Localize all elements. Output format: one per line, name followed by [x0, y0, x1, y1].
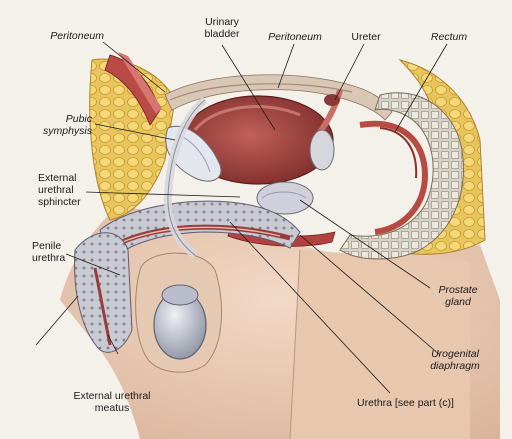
skin-right-block [290, 250, 470, 439]
label-prostate-line1: Prostate [438, 284, 478, 296]
label-urinary-bladder: Urinary bladder [192, 16, 252, 40]
label-external-urethral-meatus: External urethral meatus [58, 390, 166, 414]
label-rectum-text: Rectum [430, 31, 468, 43]
label-urinary-bladder-line1: Urinary [205, 16, 239, 28]
label-meatus-line2: meatus [94, 402, 130, 414]
label-peritoneum-left: Peritoneum [40, 30, 104, 42]
label-pubic-symphysis-line2: symphysis [42, 125, 92, 137]
label-peritoneum-left-text: Peritoneum [50, 30, 104, 42]
label-urogenital-line2: diaphragm [430, 360, 480, 372]
label-ext-sphincter-line3: sphincter [38, 196, 81, 208]
leader-lines [35, 41, 448, 394]
label-urethra-text: Urethra [see part (c)] [357, 397, 454, 409]
label-ureter: Ureter [346, 31, 386, 43]
glans [74, 232, 133, 353]
rectum [339, 92, 464, 260]
label-pubic-symphysis-line1: Pubic [65, 113, 92, 125]
label-prostate-gland: Prostate gland [430, 284, 486, 308]
prostate-gland [256, 181, 314, 215]
label-rectum: Rectum [425, 31, 473, 43]
label-ureter-text: Ureter [351, 31, 381, 43]
epididymis [161, 284, 199, 306]
label-meatus-line1: External urethral [73, 390, 151, 402]
label-penile-urethra-line1: Penile [32, 240, 62, 252]
label-urinary-bladder-line2: bladder [204, 28, 240, 40]
label-peritoneum-top-text: Peritoneum [268, 31, 322, 43]
penis-shaft [99, 200, 301, 263]
label-external-urethral-sphincter: External urethral sphincter [38, 172, 98, 208]
seminal-vesicle [309, 129, 335, 171]
peritoneum-band [164, 74, 393, 121]
label-penile-urethra-line2: urethra [32, 252, 66, 264]
label-prostate-line2: gland [445, 296, 471, 308]
label-urogenital-line1: Urogenital [431, 348, 479, 360]
label-urogenital-diaphragm: Urogenital diaphragm [422, 348, 488, 372]
label-peritoneum-top: Peritoneum [262, 31, 328, 43]
label-penile-urethra: Penile urethra [32, 240, 82, 264]
label-pubic-symphysis: Pubic symphysis [30, 113, 92, 137]
label-ext-sphincter-line1: External [38, 172, 77, 184]
label-ext-sphincter-line2: urethral [38, 184, 74, 196]
label-urethra: Urethra [see part (c)] [357, 397, 487, 409]
